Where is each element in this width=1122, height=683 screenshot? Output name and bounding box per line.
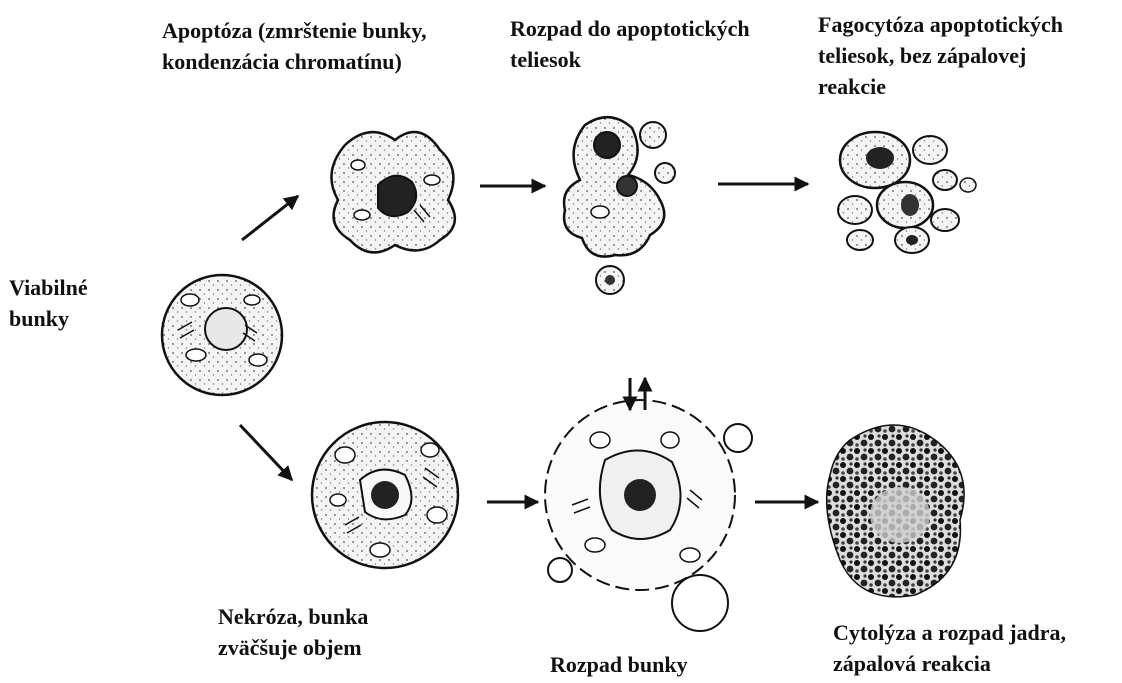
label-cytolysis: Cytolýza a rozpad jadra, zápalová reakci… [833, 617, 1066, 679]
viable-cell [162, 275, 282, 395]
ruptured-cell [545, 378, 752, 631]
label-cell-breakdown: Rozpad bunky [550, 649, 688, 680]
label-phagocytosis: Fagocytóza apoptotických teliesok, bez z… [818, 9, 1063, 102]
label-apoptotic-breakdown: Rozpad do apoptotických teliesok [510, 13, 750, 75]
apoptotic-bodies [564, 117, 675, 294]
label-necrosis: Nekróza, bunka zväčšuje objem [218, 601, 368, 663]
label-viable-cells: Viabilné bunky [9, 272, 88, 334]
arrow-to-necrosis [240, 425, 292, 480]
cytolysed-cell [827, 425, 964, 597]
apoptotic-cell [331, 132, 454, 252]
phagocytosed-bodies [838, 132, 976, 253]
necrotic-cell [312, 422, 458, 568]
label-apoptosis: Apoptóza (zmrštenie bunky, kondenzácia c… [162, 15, 427, 77]
arrow-to-apoptosis [242, 196, 298, 240]
